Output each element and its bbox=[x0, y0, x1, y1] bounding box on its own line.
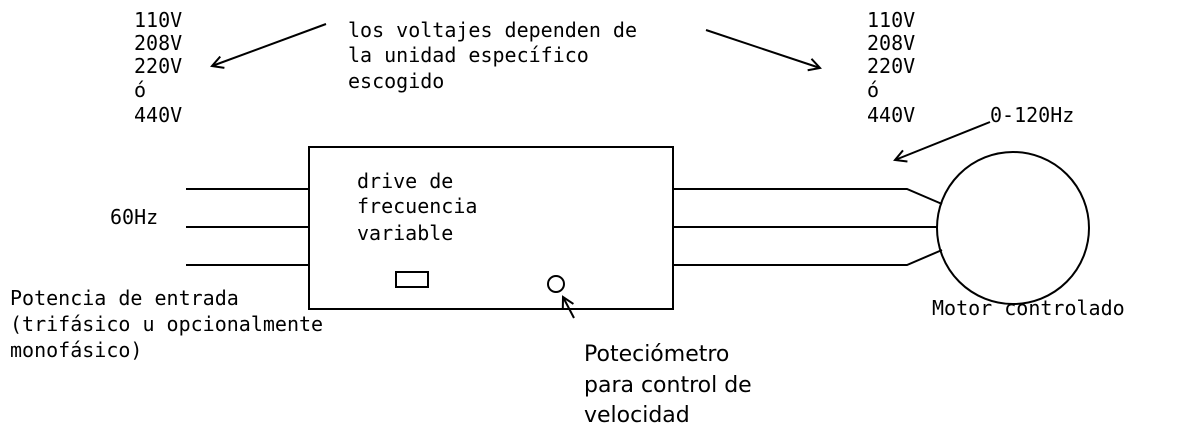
left-voltage-1: 110V bbox=[134, 8, 182, 32]
right-voltage-3: 220V bbox=[867, 54, 915, 78]
potentiometer-label-line-2: para control de bbox=[584, 373, 752, 398]
input-power-line-1: Potencia de entrada bbox=[10, 286, 239, 310]
drive-label-line-3: variable bbox=[357, 221, 453, 245]
left-voltage-4: ó bbox=[134, 78, 146, 102]
display-panel bbox=[395, 271, 429, 288]
right-voltage-1: 110V bbox=[867, 8, 915, 32]
drive-label-line-1: drive de bbox=[357, 169, 453, 193]
arrow-to-right-voltages bbox=[705, 29, 820, 68]
note-line-2: la unidad específico bbox=[348, 43, 589, 67]
right-voltage-2: 208V bbox=[867, 31, 915, 55]
potentiometer-arrow bbox=[563, 297, 575, 319]
left-voltage-2: 208V bbox=[134, 31, 182, 55]
note-line-3: escogido bbox=[348, 69, 444, 93]
left-voltage-5: 440V bbox=[134, 103, 182, 127]
potentiometer-label-line-3: velocidad bbox=[584, 403, 690, 428]
right-voltage-4: ó bbox=[867, 78, 879, 102]
frequency-arrow bbox=[895, 121, 991, 160]
input-power-line-3: monofásico) bbox=[10, 338, 142, 362]
potentiometer-label-line-1: Poteciómetro bbox=[584, 342, 729, 367]
frequency-in-label: 60Hz bbox=[110, 205, 158, 229]
arrow-to-left-voltages bbox=[212, 23, 327, 66]
output-line-1 bbox=[673, 188, 943, 205]
frequency-out-label: 0-120Hz bbox=[990, 103, 1074, 127]
left-voltage-3: 220V bbox=[134, 54, 182, 78]
right-voltage-5: 440V bbox=[867, 103, 915, 127]
note-line-1: los voltajes dependen de bbox=[348, 18, 637, 42]
drive-label-line-2: frecuencia bbox=[357, 194, 477, 218]
input-power-line-2: (trifásico u opcionalmente bbox=[10, 312, 323, 336]
potentiometer-knob bbox=[547, 275, 565, 293]
motor-circle bbox=[936, 151, 1090, 305]
output-line-3 bbox=[673, 249, 943, 266]
motor-label: Motor controlado bbox=[932, 296, 1125, 320]
